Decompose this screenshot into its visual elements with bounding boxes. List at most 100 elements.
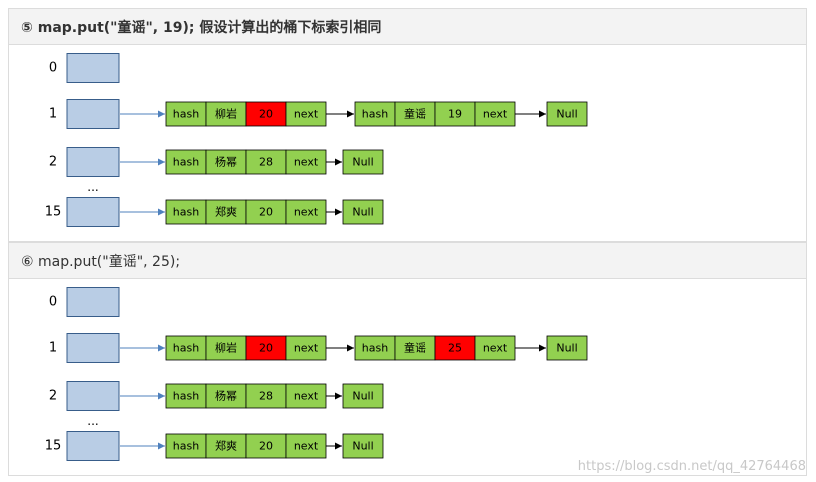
node-cell: [285, 433, 327, 459]
bucket-index-label: 0: [49, 295, 57, 310]
bucket-index-label: 15: [45, 205, 62, 220]
node-cell-label: 25: [448, 342, 462, 355]
node-cell-label: 郑爽: [215, 205, 237, 219]
bucket-row-2: 2 hash 杨幂 28 next Null: [49, 381, 384, 411]
bucket-index-label: 15: [45, 439, 62, 454]
bucket-index-label: 0: [49, 61, 57, 76]
node-cell-label: next: [483, 108, 508, 121]
node-cell: [285, 383, 327, 409]
node-cell-label: next: [294, 390, 319, 403]
node-cell: [245, 335, 287, 361]
node-cell: [165, 335, 207, 361]
bucket-slot: [66, 99, 120, 129]
bucket-slot: [66, 333, 120, 363]
node-cell: [394, 101, 436, 127]
node-cell-label: next: [294, 156, 319, 169]
entry-node: hash 童谣 19 next: [354, 101, 516, 127]
bucket-slot: [66, 197, 120, 227]
node-cell-label: hash: [173, 440, 199, 453]
null-node: [546, 335, 588, 361]
node-cell-label: 郑爽: [215, 439, 237, 453]
panel-title: ⑥ map.put("童谣", 25);: [9, 243, 806, 279]
node-cell: [205, 199, 247, 225]
node-cell: [165, 433, 207, 459]
node-cell: [394, 335, 436, 361]
node-cell-label: 杨幂: [215, 389, 237, 403]
node-cell: [205, 149, 247, 175]
null-node: [342, 199, 384, 225]
null-label: Null: [352, 390, 373, 403]
node-cell-label: 柳岩: [215, 107, 237, 121]
null-label: Null: [556, 108, 577, 121]
null-label: Null: [556, 342, 577, 355]
node-cell: [165, 199, 207, 225]
node-cell: [205, 433, 247, 459]
node-cell: [165, 101, 207, 127]
node-cell: [285, 335, 327, 361]
node-cell-label: next: [483, 342, 508, 355]
node-cell-label: 28: [259, 390, 273, 403]
node-cell: [165, 383, 207, 409]
bucket-slot: [66, 381, 120, 411]
node-cell-label: next: [294, 342, 319, 355]
panel-title: ⑤ map.put("童谣", 19); 假设计算出的桶下标索引相同: [9, 9, 806, 45]
node-cell-label: hash: [362, 108, 388, 121]
bucket-slot: [66, 287, 120, 317]
entry-node: hash 郑爽 20 next: [165, 433, 327, 459]
bucket-slot: [66, 147, 120, 177]
node-cell: [245, 433, 287, 459]
watermark: https://blog.csdn.net/qq_42764468: [577, 459, 806, 474]
ellipsis: ...: [87, 414, 98, 428]
node-cell: [205, 335, 247, 361]
null-label: Null: [352, 206, 373, 219]
node-cell-label: 19: [448, 108, 462, 121]
node-cell-label: hash: [173, 206, 199, 219]
node-cell-label: 杨幂: [215, 155, 237, 169]
node-cell: [285, 149, 327, 175]
node-cell-label: hash: [362, 342, 388, 355]
bucket-index-label: 1: [49, 341, 57, 356]
node-cell: [165, 149, 207, 175]
node-cell-label: next: [294, 206, 319, 219]
node-cell-label: 20: [259, 440, 273, 453]
ellipsis: ...: [87, 180, 98, 194]
bucket-index-label: 2: [49, 155, 57, 170]
node-cell-label: 20: [259, 206, 273, 219]
null-label: Null: [352, 156, 373, 169]
node-cell: [285, 199, 327, 225]
null-node: [546, 101, 588, 127]
node-cell: [285, 101, 327, 127]
node-cell-label: 童谣: [404, 107, 426, 121]
bucket-slot: [66, 53, 120, 83]
node-cell-label: 20: [259, 108, 273, 121]
entry-node: hash 杨幂 28 next: [165, 383, 327, 409]
null-node: [342, 383, 384, 409]
panel-put-19: ⑤ map.put("童谣", 19); 假设计算出的桶下标索引相同 0 1 has…: [8, 8, 807, 242]
bucket-index-label: 2: [49, 389, 57, 404]
node-cell: [354, 335, 396, 361]
bucket-index-label: 1: [49, 107, 57, 122]
entry-node: hash 郑爽 20 next: [165, 199, 327, 225]
node-cell-label: next: [294, 440, 319, 453]
node-cell: [354, 101, 396, 127]
node-cell-label: 28: [259, 156, 273, 169]
bucket-row-0: 0: [49, 287, 120, 317]
null-label: Null: [352, 440, 373, 453]
node-cell-label: hash: [173, 390, 199, 403]
node-cell-label: hash: [173, 342, 199, 355]
node-cell-label: 20: [259, 342, 273, 355]
node-cell: [434, 335, 476, 361]
node-cell: [205, 383, 247, 409]
bucket-row-15: 15 hash 郑爽 20 next Null: [45, 197, 384, 227]
null-node: [342, 149, 384, 175]
